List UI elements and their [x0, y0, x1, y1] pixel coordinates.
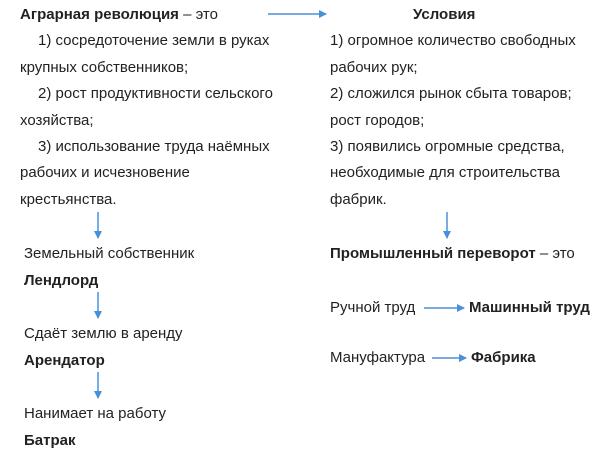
owner-caption: Земельный собственник: [24, 245, 195, 262]
conditions-heading: Условия: [413, 6, 476, 23]
transition-to: Машинный труд: [469, 299, 590, 316]
right-line: необходимые для строительства: [330, 164, 560, 181]
heading-suffix: – это: [178, 6, 218, 23]
left-line: 3) использование труда наёмных: [38, 138, 270, 155]
tenant-label: Арендатор: [24, 352, 105, 369]
right-line: 1) огромное количество свободных: [330, 32, 576, 49]
revolution-suffix: – это: [535, 245, 575, 262]
worker-label: Батрак: [24, 432, 76, 449]
left-line: крестьянства.: [20, 191, 117, 208]
industrial-revolution-term: Промышленный переворот: [330, 245, 536, 262]
right-line: рост городов;: [330, 112, 425, 129]
left-line: 1) сосредоточение земли в руках: [38, 32, 270, 49]
transition-from: Мануфактура: [330, 349, 426, 366]
agrarian-revolution-term: Аграрная революция: [20, 6, 179, 23]
right-line: 3) появились огромные средства,: [330, 138, 565, 155]
transition-to: Фабрика: [471, 349, 536, 366]
left-line: рабочих и исчезновение: [20, 164, 190, 181]
left-line: 2) рост продуктивности сельского: [38, 85, 273, 102]
hire-caption: Нанимает на работу: [24, 405, 166, 422]
rent-caption: Сдаёт землю в аренду: [24, 325, 183, 342]
right-line: фабрик.: [330, 191, 387, 208]
right-line: рабочих рук;: [330, 59, 418, 76]
industrial-revolution-heading: Промышленный переворот – это: [330, 245, 575, 263]
left-line: крупных собственников;: [20, 59, 189, 76]
agrarian-revolution-heading: Аграрная революция – это: [20, 6, 218, 24]
right-line: 2) сложился рынок сбыта товаров;: [330, 85, 572, 102]
owner-label: Лендлорд: [24, 272, 99, 289]
transition-from: Ручной труд: [330, 299, 416, 316]
left-line: хозяйства;: [20, 112, 94, 129]
